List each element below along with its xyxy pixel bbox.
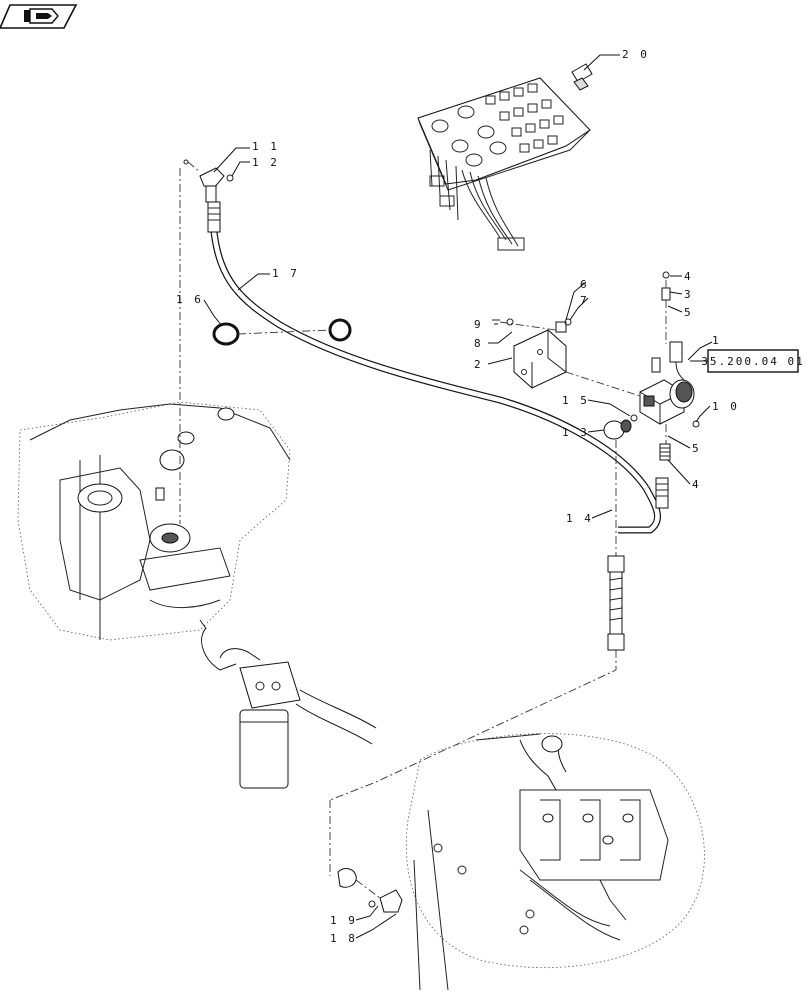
callout-10: 1 0: [712, 400, 739, 413]
callout-5-bottom: 5: [692, 442, 701, 455]
switch-panel-assembly: [417, 63, 593, 251]
callout-18: 1 8: [330, 932, 357, 945]
hydraulic-hose-17: [183, 159, 669, 534]
callout-labels: 2 0 1 1 1 2 1 7 1 6 4 3 5 6 7 9 8 2 1 1 …: [176, 48, 739, 945]
callout-1: 1: [712, 334, 721, 347]
callout-4-bottom: 4: [692, 478, 701, 491]
callout-2: 2: [474, 358, 483, 371]
connector-part-20: [571, 63, 593, 91]
callout-leaders: [203, 54, 713, 939]
hydraulic-hose-14: [329, 440, 625, 801]
back-button[interactable]: [0, 4, 78, 29]
callout-16: 1 6: [176, 293, 203, 306]
callout-7: 7: [580, 294, 589, 307]
callout-8: 8: [474, 337, 483, 350]
callout-15: 1 5: [562, 394, 589, 407]
mounting-bracket-2: [492, 318, 572, 389]
callout-11: 1 1: [252, 140, 279, 153]
callout-4-top: 4: [684, 270, 693, 283]
callout-19: 1 9: [330, 914, 357, 927]
callout-6: 6: [580, 278, 589, 291]
reference-link[interactable]: 35.200.04 01: [690, 349, 805, 373]
callout-14: 1 4: [566, 512, 593, 525]
callout-5-top: 5: [684, 306, 693, 319]
frame-assembly-left: [17, 168, 377, 789]
callout-20: 2 0: [622, 48, 649, 61]
callout-3: 3: [684, 288, 693, 301]
control-valve-assembly: [329, 733, 705, 991]
solenoid-valve-1: [639, 271, 700, 461]
callout-9: 9: [474, 318, 483, 331]
back-arrow-icon: [24, 8, 59, 24]
callout-12: 1 2: [252, 156, 279, 169]
reference-label: 35.200.04 01: [701, 355, 804, 368]
callout-13: 1 3: [562, 426, 589, 439]
plug-fitting-13: [603, 414, 638, 440]
o-ring-16: [212, 318, 352, 346]
hardware-centerlines: [187, 161, 667, 444]
callout-17: 1 7: [272, 267, 299, 280]
